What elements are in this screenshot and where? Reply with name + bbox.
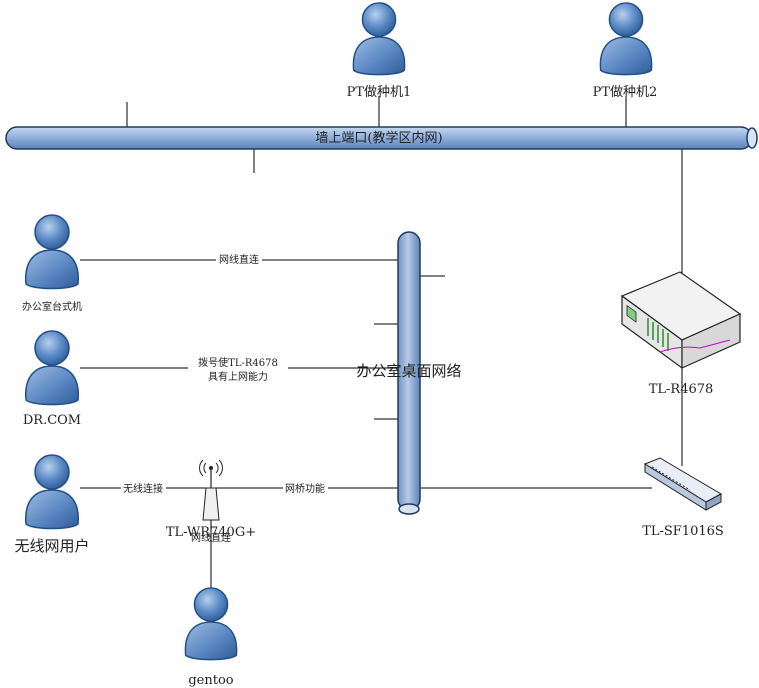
pt2-label: PT做种机2 — [593, 85, 658, 100]
link-label-direct2: 网线直连 — [191, 531, 231, 544]
router-label: TL-R4678 — [649, 382, 714, 397]
connection-lines — [80, 96, 683, 590]
office-network-label: 办公室桌面网络 — [356, 362, 461, 380]
pt1-label: PT做种机1 — [347, 85, 412, 100]
link-label-dial-line1: 拨号使TL-R4678 — [198, 356, 278, 369]
pt2-person-icon — [599, 2, 653, 76]
office-desktop-label: 办公室台式机 — [22, 300, 82, 313]
wall-port-label: 墙上端口(教学区内网) — [315, 130, 442, 146]
office-network-bus — [397, 231, 421, 515]
switch-icon — [643, 457, 723, 511]
drcom-label: DR.COM — [23, 413, 81, 428]
wall-port-bus — [5, 126, 758, 150]
link-label-dial-line2: 具有上网能力 — [208, 370, 268, 383]
router-icon — [620, 271, 742, 370]
switch-label: TL-SF1016S — [642, 524, 724, 539]
wireless-user-label: 无线网用户 — [14, 537, 89, 555]
link-label-direct1: 网线直连 — [219, 253, 259, 266]
wireless-user-person-icon — [24, 454, 80, 530]
drcom-person-icon — [24, 330, 80, 406]
link-label-bridge: 网桥功能 — [285, 482, 325, 495]
gentoo-label: gentoo — [188, 673, 233, 688]
office-desktop-person-icon — [24, 214, 80, 290]
access-point-icon — [199, 459, 223, 521]
access-point-label: TL-WR740G+ — [166, 525, 256, 540]
gentoo-person-icon — [184, 587, 238, 661]
pt1-person-icon — [352, 2, 406, 76]
link-label-wireless: 无线连接 — [123, 482, 163, 495]
